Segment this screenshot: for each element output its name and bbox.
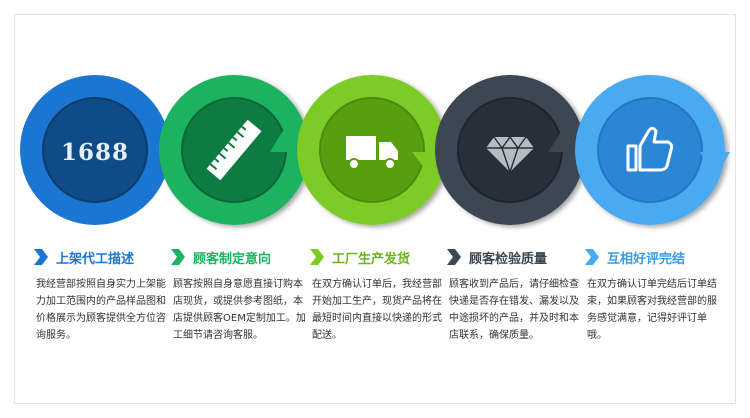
chevron-right-icon: [585, 249, 599, 265]
step-3-column: 工厂生产发货 在双方确认订单后，我经营部开始加工生产，现货产品将在最短时间内直接…: [310, 246, 448, 344]
step-5-heading: 互相好评完结: [585, 246, 723, 268]
step-5-arrow: [700, 152, 730, 178]
step-1-description: 我经营部按照自身实力上架能力加工范围内的产品样品图和价格展示为顾客提供全方位咨询…: [36, 279, 166, 341]
step-3-description: 在双方确认订单后，我经营部开始加工生产，现货产品将在最短时间内直接以快递的形式配…: [312, 279, 442, 341]
text-1688-icon: 1688: [61, 139, 129, 166]
step-4-title: 顾客检验质量: [469, 251, 548, 267]
step-4-heading: 顾客检验质量: [447, 246, 585, 268]
step-3-title: 工厂生产发货: [332, 251, 411, 267]
step-2-heading: 顾客制定意向: [171, 246, 309, 268]
chevron-right-icon: [447, 249, 461, 265]
step-1-title: 上架代工描述: [56, 251, 135, 267]
step-2-arrow: [270, 126, 302, 152]
step-5-column: 互相好评完结 在双方确认订单完结后订单结束，如果顾客对我经营部的服务感觉满意，记…: [585, 246, 723, 344]
step-1-column: 上架代工描述 我经营部按照自身实力上架能力加工范围内的产品样品图和价格展示为顾客…: [34, 246, 172, 344]
step-4-arrow: [548, 126, 582, 152]
truck-icon: [346, 136, 398, 170]
step-4-column: 顾客检验质量 顾客收到产品后，请仔细检查快递是否存在错发、漏发以及中途损坏的产品…: [447, 246, 585, 344]
chevron-right-icon: [310, 249, 324, 265]
step-1-heading: 上架代工描述: [34, 246, 172, 268]
step-2-description: 顾客按照自身意愿直接订购本店现货，或提供参考图纸，本店提供顾客OEM定制加工。加…: [173, 279, 306, 341]
thumbs-up-icon: [626, 126, 674, 172]
chevron-right-icon: [34, 249, 48, 265]
step-2-column: 顾客制定意向 顾客按照自身意愿直接订购本店现货，或提供参考图纸，本店提供顾客OE…: [171, 246, 309, 344]
process-chain: 1688: [20, 75, 730, 225]
step-5-circle: [575, 75, 730, 225]
chevron-right-icon: [171, 249, 185, 265]
diamond-icon: [486, 135, 534, 175]
step-3-heading: 工厂生产发货: [310, 246, 448, 268]
step-2-title: 顾客制定意向: [193, 251, 272, 267]
step-5-title: 互相好评完结: [607, 251, 686, 267]
step-4-description: 顾客收到产品后，请仔细检查快递是否存在错发、漏发以及中途损坏的产品，并及时和本店…: [449, 279, 579, 341]
step-5-description: 在双方确认订单完结后订单结束，如果顾客对我经营部的服务感觉满意，记得好评订单哦。: [587, 279, 717, 341]
step-1-circle: [20, 75, 184, 225]
ruler-icon: [206, 119, 262, 181]
